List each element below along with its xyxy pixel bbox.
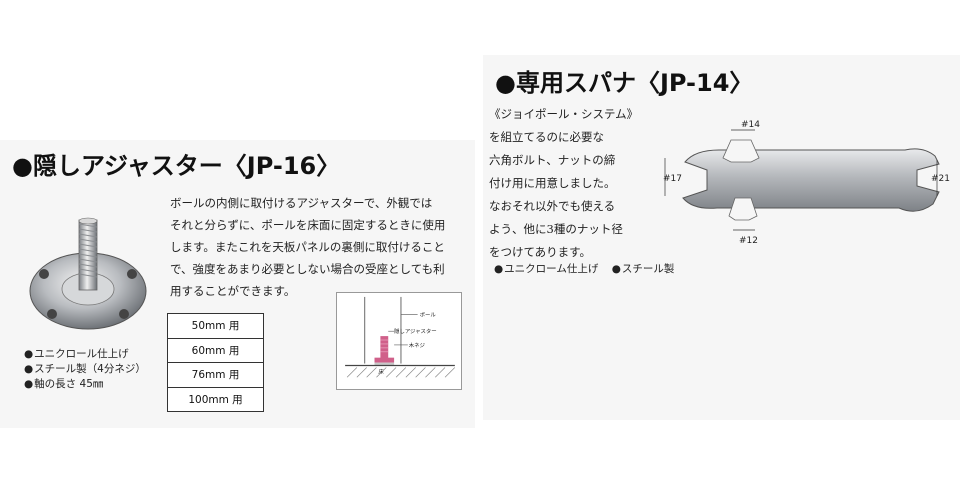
table-row: 76mm 用 — [167, 362, 264, 388]
table-row: 60mm 用 — [167, 337, 264, 363]
right-product-panel — [483, 55, 960, 420]
spanner-photo: #14 #17 #21 #12 — [663, 120, 950, 246]
size-cell: 76mm 用 — [167, 362, 264, 388]
spec-shaft-length: 軸の長さ 45㎜ — [24, 377, 146, 392]
diagram-label-floor: 床 — [378, 367, 384, 375]
spec-finish: ユニクローム仕上げ — [494, 262, 598, 277]
spanner-heading: ●専用スパナ〈JP-14〉 — [495, 69, 754, 97]
adjuster-description: ボールの内側に取付けるアジャスターで、外観では それと分らずに、ポールを床面に固… — [170, 196, 446, 298]
spec-material: スチール製 — [612, 262, 675, 277]
adjuster-heading: ●隠しアジャスター〈JP-16〉 — [12, 152, 341, 180]
wrench-label-12: #12 — [739, 236, 758, 246]
wrench-label-14: #14 — [741, 120, 760, 130]
wrench-label-17: #17 — [663, 174, 682, 184]
installation-diagram: ポール 隠しアジャスター 木ネジ 床 — [336, 292, 462, 390]
spanner-description: 《ジョイポール・システム》 を組立てるのに必要な 六角ボルト、ナットの締 付け用… — [489, 107, 639, 259]
adjuster-spec-list: ユニクロール仕上げ スチール製（4分ネジ） 軸の長さ 45㎜ — [24, 347, 146, 392]
size-cell: 50mm 用 — [167, 313, 264, 339]
spanner-spec-list: ユニクローム仕上げ スチール製 — [494, 262, 684, 277]
table-row: 100mm 用 — [167, 386, 264, 412]
size-cell: 100mm 用 — [167, 386, 264, 412]
size-table: 50mm 用 60mm 用 76mm 用 100mm 用 — [167, 313, 264, 412]
diagram-label-adjuster: 隠しアジャスター — [394, 327, 437, 335]
diagram-label-pole: ポール — [420, 311, 437, 319]
adjuster-photo — [29, 217, 147, 330]
diagram-label-screw: 木ネジ — [409, 341, 426, 349]
wrench-label-21: #21 — [931, 174, 950, 184]
table-row: 50mm 用 — [167, 313, 264, 339]
spec-material: スチール製（4分ネジ） — [24, 362, 146, 377]
size-cell: 60mm 用 — [167, 337, 264, 363]
spec-finish: ユニクロール仕上げ — [24, 347, 146, 362]
